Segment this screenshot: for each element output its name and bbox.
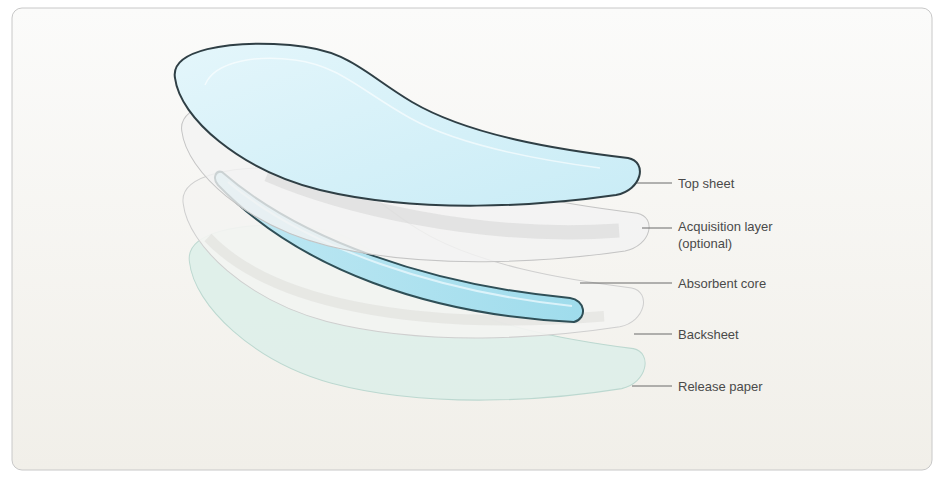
- leader-line: [634, 334, 672, 335]
- part-label: Top sheet: [678, 175, 734, 192]
- part-label: Acquisition layer (optional): [678, 218, 790, 252]
- frame: [12, 8, 932, 470]
- part-label: Absorbent core: [678, 275, 766, 292]
- leader-line: [632, 386, 672, 387]
- leader-line: [637, 183, 672, 184]
- top-sheet-layer: [175, 44, 640, 206]
- leader-lines: [580, 183, 672, 386]
- leader-line: [580, 283, 672, 284]
- part-label: Backsheet: [678, 326, 739, 343]
- leader-line: [642, 228, 672, 229]
- part-label: Release paper: [678, 378, 763, 395]
